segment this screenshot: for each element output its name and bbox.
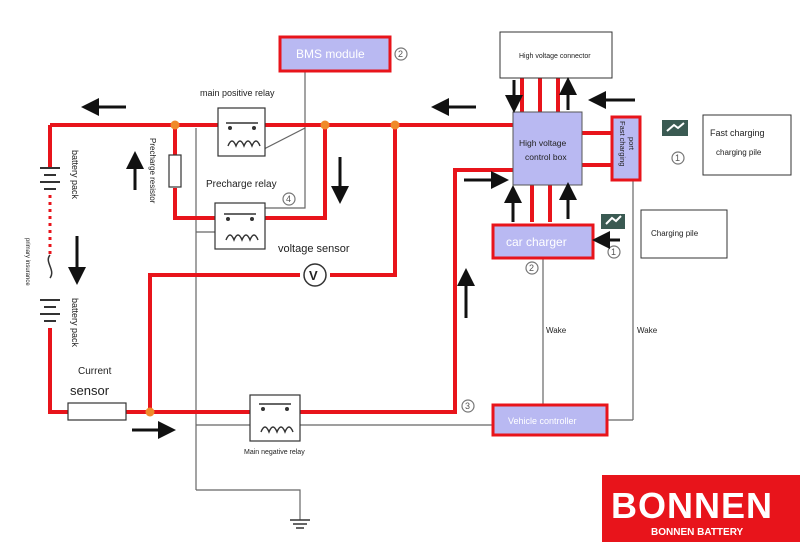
fast-charging-pile-label-line1: Fast charging xyxy=(710,128,765,138)
badge-precharge: 4 xyxy=(282,192,296,206)
charging-plug-icon xyxy=(662,120,688,136)
charging-plug-icon xyxy=(601,214,625,229)
current-sensor xyxy=(67,402,127,421)
fast-charging-pile-block xyxy=(702,114,792,176)
control-box-label-line2: control box xyxy=(525,152,567,162)
charging-pile-label: Charging pile xyxy=(651,229,699,238)
badge-car-charger-source: 1 xyxy=(607,245,621,259)
primary-insurance-label: primary insurance xyxy=(24,238,30,286)
current-sensor-label-line1: Current xyxy=(78,366,112,377)
battery-pack-bottom-label: battery pack xyxy=(70,298,80,348)
svg-text:3: 3 xyxy=(465,401,470,411)
battery-pack-symbol xyxy=(40,167,60,322)
charging-pile-block xyxy=(640,209,728,259)
vehicle-controller-label: Vehicle controller xyxy=(508,416,577,426)
badge-bms: 2 xyxy=(394,47,408,61)
flow-arrows xyxy=(68,77,635,439)
battery-pack-top-label: battery pack xyxy=(70,150,80,200)
high-voltage-control-box xyxy=(512,111,583,186)
junction-nodes xyxy=(145,120,400,417)
main-positive-relay xyxy=(217,107,266,157)
high-voltage-connector-label: High voltage connector xyxy=(519,53,591,60)
car-charger-block xyxy=(491,223,595,260)
main-negative-relay xyxy=(249,394,301,442)
precharge-resistor-label: Precharge resistor xyxy=(148,138,157,204)
voltage-sensor xyxy=(303,263,327,287)
precharge-relay-label: Precharge relay xyxy=(206,179,277,190)
ground-icon xyxy=(290,519,310,529)
logo-tagline: BONNEN BATTERY xyxy=(651,527,744,538)
badge-main-negative: 3 xyxy=(461,399,475,413)
voltage-sensor-symbol: V xyxy=(309,268,318,283)
fast-charging-port-block xyxy=(610,115,642,182)
bms-module-label: BMS module xyxy=(296,47,365,61)
fast-charging-port-label-line1: Fast charging xyxy=(618,121,627,166)
wake-label-right: Wake xyxy=(637,326,658,335)
logo-brand: BONNEN xyxy=(611,485,773,526)
fast-charging-port-label-line2: port xyxy=(627,137,636,151)
badge-fast-port: 1 xyxy=(671,151,685,165)
svg-text:2: 2 xyxy=(398,49,403,59)
svg-text:1: 1 xyxy=(675,153,680,163)
signal-lines xyxy=(195,70,634,520)
main-positive-relay-label: main positive relay xyxy=(200,88,275,98)
current-sensor-label-line2: sensor xyxy=(70,383,110,398)
badge-car-charger: 2 xyxy=(525,261,539,275)
high-voltage-connector-block xyxy=(499,31,613,79)
bms-module-block xyxy=(278,35,392,73)
precharge-resistor xyxy=(168,154,182,188)
svg-text:1: 1 xyxy=(611,247,616,257)
voltage-sensor-label: voltage sensor xyxy=(278,243,350,255)
wake-label-left: Wake xyxy=(546,326,567,335)
main-negative-relay-label: Main negative relay xyxy=(244,449,305,456)
fast-charging-pile-label-line2: charging pile xyxy=(716,148,762,157)
bonnen-logo: BONNEN BONNEN BATTERY xyxy=(602,475,800,542)
precharge-relay xyxy=(214,202,266,250)
svg-text:2: 2 xyxy=(529,263,534,273)
car-charger-label: car charger xyxy=(506,235,567,249)
vehicle-controller-block xyxy=(491,403,609,437)
svg-text:4: 4 xyxy=(286,194,291,204)
control-box-label-line1: High voltage xyxy=(519,138,567,148)
